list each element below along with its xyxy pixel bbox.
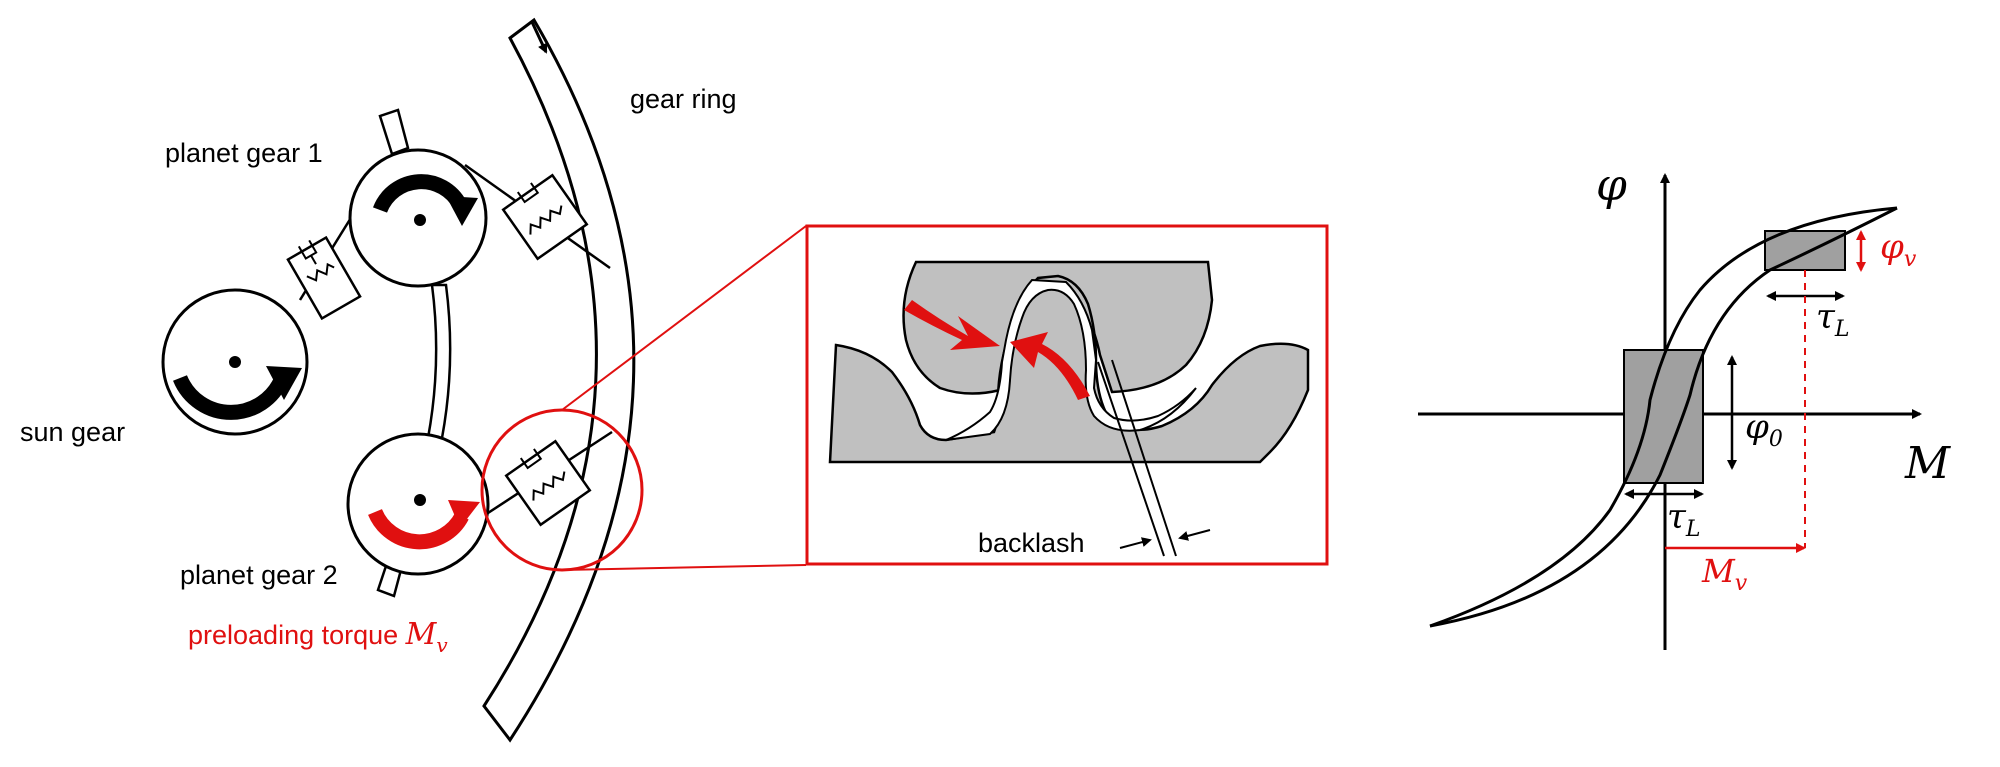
rotation-arrow-icon — [372, 174, 467, 213]
carrier-arc — [426, 283, 452, 440]
planet-gear-1-center — [414, 214, 426, 226]
spring-damper-icon — [501, 173, 589, 261]
carrier-stub-top — [378, 108, 410, 156]
gear-ring — [482, 17, 636, 743]
tooth-clearance — [945, 278, 1197, 441]
hysteresis-curve: φ M φ0 τL τL φv Mv — [1418, 160, 1951, 650]
planet-gear-2-center — [414, 494, 426, 506]
mv-label: Mv — [1701, 552, 1748, 596]
rotation-arrowhead-icon — [266, 366, 302, 400]
tauL-lower-label: τL — [1667, 497, 1700, 542]
ring-direction-arrow-icon — [530, 21, 548, 54]
rotation-arrow-icon — [173, 374, 289, 420]
zoom-line-top — [561, 225, 807, 411]
hysteresis-lower-branch — [1429, 206, 1898, 628]
tauL-upper-label: τL — [1816, 297, 1849, 342]
zoom-line-bottom — [561, 564, 807, 571]
backlash-label: backlash — [978, 528, 1085, 558]
planet-gear-1-label: planet gear 1 — [165, 138, 323, 168]
rotation-arrowhead-icon — [446, 196, 478, 226]
planet-gear-2-label: planet gear 2 — [180, 560, 338, 590]
rotation-arrow-icon — [368, 508, 469, 550]
spring-damper-icon — [286, 235, 362, 321]
hysteresis-upper-branch — [1429, 206, 1898, 628]
backlash-dimension-arrow-icon — [1119, 537, 1152, 549]
sun-gear-center — [229, 356, 241, 368]
rotation-arrowhead-icon — [448, 500, 480, 528]
preloading-torque-label: preloading torque Mv — [188, 617, 448, 657]
m-axis-label: M — [1904, 438, 1951, 489]
gear-ring-label: gear ring — [630, 84, 737, 114]
phi-axis-label: φ — [1596, 160, 1627, 211]
phiv-label: φv — [1880, 227, 1917, 272]
sun-gear-label: sun gear — [20, 417, 125, 447]
backlash-dimension-arrow-icon — [1178, 529, 1211, 541]
backlash-inset: backlash — [805, 224, 1329, 566]
preload-box — [1764, 230, 1846, 271]
planetary-gear-model: gear ring planet gear 1 sun gear planet … — [20, 17, 807, 743]
force-arrow-icon — [1010, 332, 1090, 400]
center-backlash-box — [1623, 349, 1704, 484]
force-arrow-icon — [904, 300, 1000, 350]
spring-damper-icon — [504, 439, 592, 527]
phi0-label: φ0 — [1745, 407, 1783, 452]
